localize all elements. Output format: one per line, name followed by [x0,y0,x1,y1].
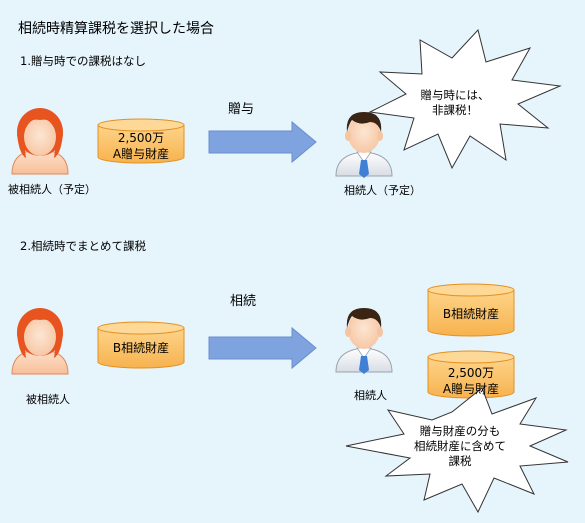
giver-asset-b-text: B相続財産 [112,341,170,355]
receiver-asset-b-cylinder [427,283,515,337]
inherit-arrow [208,326,317,370]
receiver-asset-a-text: 2,500万 A贈与財産 [428,365,514,397]
receiver-asset-b-text: B相続財産 [442,307,500,321]
receiver-asset-a-amount: 2,500万 [447,366,495,380]
receiver-asset-a-cylinder [427,350,515,399]
section1-receiver-label: 相続人（予定） [344,184,421,197]
asset-a-amount: 2,500万 [117,131,165,145]
callout-1-line1: 贈与時には、 [420,88,490,102]
receiver-asset-a-name: A贈与財産 [442,382,500,396]
giver-woman-icon [11,108,69,175]
page-title: 相続時精算課税を選択した場合 [18,21,214,37]
section1-giver-label: 被相続人（予定） [8,183,96,196]
callout-burst-2 [345,387,569,514]
receiver-man-icon-2 [335,308,393,374]
section2-receiver-label: 相続人 [354,389,387,402]
receiver-man-icon [335,112,393,178]
asset-a-cylinder [97,118,185,164]
callout-burst-1 [368,28,562,170]
section1-heading: 1.贈与時での課税はなし [20,54,146,68]
asset-a-text: 2,500万 A贈与財産 [98,130,184,162]
callout-2-text: 贈与財産の分も 相続財産に含めて 課税 [400,424,520,469]
section1-arrow-label: 贈与 [228,102,255,117]
callout-2-line1: 贈与財産の分も [419,424,501,438]
callout-1-line2: 非課税！ [432,103,478,117]
section2-giver-label: 被相続人 [26,393,70,406]
callout-1-text: 贈与時には、 非課税！ [400,88,510,118]
section2-heading: 2.相続時でまとめて課税 [20,239,146,253]
asset-a-name: A贈与財産 [112,147,170,161]
gift-arrow [208,120,317,164]
callout-2-line2: 相続財産に含めて [414,439,506,453]
giver-asset-b-cylinder [97,321,185,369]
section2-arrow-label: 相続 [230,294,257,309]
giver-woman-icon-2 [11,308,69,375]
callout-2-line3: 課税 [448,454,472,468]
